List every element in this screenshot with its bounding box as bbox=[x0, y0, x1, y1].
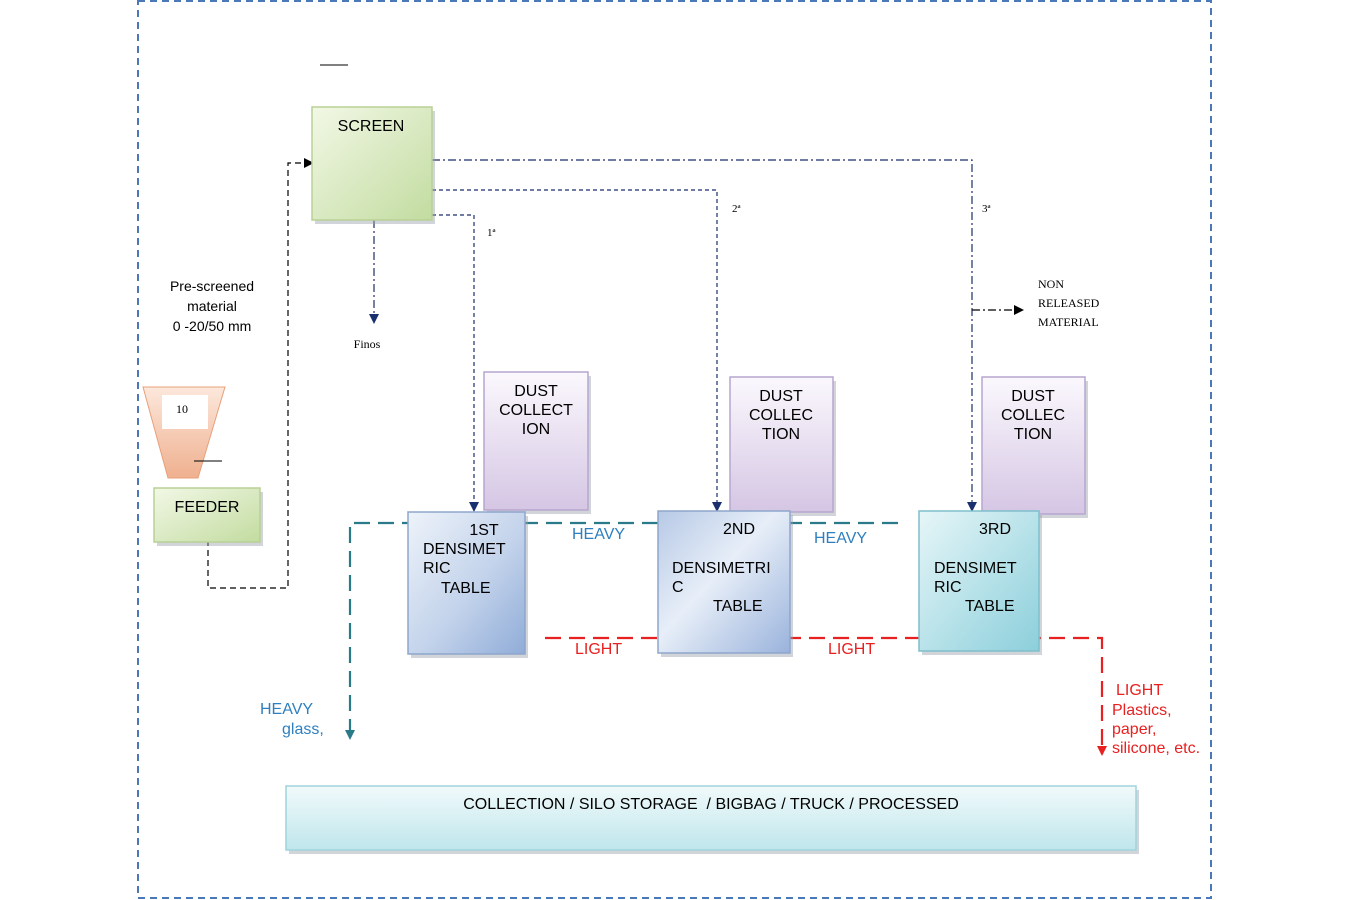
light-label-2: LIGHT bbox=[828, 641, 875, 658]
prescreened-line-2: material bbox=[187, 298, 237, 314]
heavy-label-1: HEAVY bbox=[572, 526, 625, 543]
table-2-line-4: TABLE bbox=[713, 598, 763, 615]
table-3-line-2: DENSIMET bbox=[934, 560, 1017, 577]
table-1-line-1: 1ST bbox=[469, 522, 499, 539]
table-2-line-2: DENSIMETRI bbox=[672, 560, 771, 577]
prescreened-line-3: 0 -20/50 mm bbox=[173, 318, 252, 334]
collection-label: COLLECTION / SILO STORAGE / BIGBAG / TRU… bbox=[463, 796, 959, 813]
table-2-line-1: 2ND bbox=[723, 521, 755, 538]
screen-output-1-line bbox=[432, 214, 479, 512]
dust-3-line-3: TION bbox=[1014, 426, 1052, 443]
light-line bbox=[545, 636, 1107, 756]
table-1-line-4: TABLE bbox=[441, 580, 491, 597]
non-released-line-1: NON bbox=[1038, 277, 1064, 291]
dust-collection-1-box bbox=[483, 371, 589, 511]
feeder-box bbox=[153, 487, 261, 543]
screen-box bbox=[311, 106, 433, 221]
table-1-box bbox=[407, 511, 526, 655]
output-1-label: 1ª bbox=[487, 227, 497, 239]
screen-output-3-line bbox=[432, 159, 977, 512]
table-2-box bbox=[657, 510, 791, 654]
fines-label: Finos bbox=[354, 337, 381, 351]
light-out-line-1: LIGHT bbox=[1116, 682, 1163, 699]
dust-2-line-1: DUST bbox=[759, 388, 803, 405]
heavy-label-2: HEAVY bbox=[814, 530, 867, 547]
light-out-line-4: silicone, etc. bbox=[1112, 740, 1200, 757]
dust-1-line-2: COLLECT bbox=[499, 402, 573, 419]
output-2-label: 2ª bbox=[732, 203, 742, 215]
table-2-line-3: C bbox=[672, 579, 684, 596]
collection-bar bbox=[285, 785, 1137, 851]
prescreened-line-1: Pre-screened bbox=[170, 278, 254, 294]
hopper-value: 10 bbox=[176, 402, 188, 416]
dust-3-line-1: DUST bbox=[1011, 388, 1055, 405]
table-3-line-4: TABLE bbox=[965, 598, 1015, 615]
dust-2-line-3: TION bbox=[762, 426, 800, 443]
light-out-line-2: Plastics, bbox=[1112, 702, 1172, 719]
dust-1-line-3: ION bbox=[522, 421, 550, 438]
feeder-label: FEEDER bbox=[175, 499, 240, 516]
dust-2-line-2: COLLEC bbox=[749, 407, 813, 424]
screen-label: SCREEN bbox=[338, 118, 405, 135]
hopper-label-box bbox=[162, 395, 208, 429]
dust-collection-2-box bbox=[729, 376, 834, 513]
light-label-1: LIGHT bbox=[575, 641, 622, 658]
table-1-line-2: DENSIMET bbox=[423, 541, 506, 558]
table-1-line-3: RIC bbox=[423, 560, 451, 577]
light-out-line-3: paper, bbox=[1112, 721, 1156, 738]
table-3-line-3: RIC bbox=[934, 579, 962, 596]
heavy-out-line-2: glass, bbox=[282, 721, 324, 738]
table-3-box bbox=[918, 510, 1040, 652]
table-3-line-1: 3RD bbox=[979, 521, 1011, 538]
heavy-out-line-1: HEAVY bbox=[260, 701, 313, 718]
dust-1-line-1: DUST bbox=[514, 383, 558, 400]
dust-collection-3-box bbox=[981, 376, 1086, 515]
feeder-to-screen-line bbox=[207, 158, 314, 589]
non-released-line-2: RELEASED bbox=[1038, 296, 1100, 310]
screen-output-2-line bbox=[432, 189, 722, 512]
output-3-label: 3ª bbox=[982, 203, 992, 215]
non-released-line-3: MATERIAL bbox=[1038, 315, 1099, 329]
dust-3-line-2: COLLEC bbox=[1001, 407, 1065, 424]
